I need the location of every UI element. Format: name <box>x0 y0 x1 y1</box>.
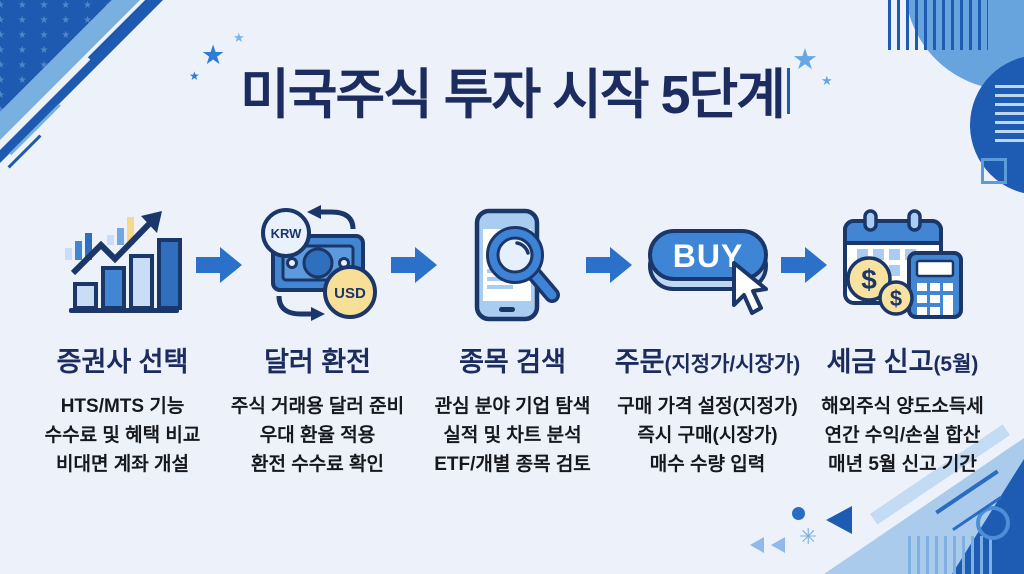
step-description-line: HTS/MTS 기능 <box>60 396 185 417</box>
square-outline <box>981 158 1007 184</box>
arrow-right-icon <box>196 247 242 283</box>
currency-exchange-icon: KRW USD <box>257 196 379 334</box>
step-title: 달러 환전 <box>264 347 371 377</box>
star-icon: ★ <box>233 30 245 45</box>
step-description-line: 실적 및 차트 분석 <box>443 425 582 446</box>
step-description-line: 관심 분야 기업 탐색 <box>434 396 591 417</box>
stock-search-icon <box>453 196 573 334</box>
arrow-right-icon <box>781 247 827 283</box>
buy-button-icon: BUY <box>642 196 774 334</box>
step-column-brokerage: 증권사 선택 HTS/MTS 기능 수수료 및 혜택 비교 비대면 계좌 개설 <box>30 196 215 479</box>
star-icon: ★ <box>189 69 200 83</box>
step-description-line: 즉시 구매(시장가) <box>637 425 778 446</box>
triangle-left-icon <box>771 537 785 553</box>
step-column-tax: $ $ 세금 신고(5월) 해외주식 양도소득세 연간 수익/손실 합산 매년 … <box>810 196 995 479</box>
arrow-right-icon <box>391 247 437 283</box>
vertical-stripes <box>778 68 794 114</box>
step-title: 주문(지정가/시장가) <box>614 347 801 377</box>
step-description-line: 매년 5월 신고 기간 <box>828 454 977 475</box>
vertical-stripes <box>888 0 988 50</box>
star-icon: ★ <box>821 73 833 88</box>
step-description: HTS/MTS 기능 수수료 및 혜택 비교 비대면 계좌 개설 <box>45 392 201 479</box>
triangle-left-icon <box>750 537 764 553</box>
triangle-left-icon <box>826 506 852 534</box>
arrow-right-icon <box>586 247 632 283</box>
step-title: 세금 신고(5월) <box>826 347 979 377</box>
horizontal-stripes <box>995 85 1024 145</box>
step-description: 구매 가격 설정(지정가) 즉시 구매(시장가) 매수 수량 입력 <box>617 392 798 479</box>
dollar-sign: $ <box>889 286 901 311</box>
step-description-line: 환전 수수료 확인 <box>251 454 384 475</box>
step-description-line: 해외주식 양도소득세 <box>821 396 984 417</box>
tax-calendar-icon: $ $ <box>837 196 969 334</box>
bar-chart-growth-icon <box>63 196 183 334</box>
step-column-search: 종목 검색 관심 분야 기업 탐색 실적 및 차트 분석 ETF/개별 종목 검… <box>420 196 605 479</box>
step-column-order: BUY 주문(지정가/시장가) 구매 가격 설정(지정가) 즉시 구매(시장가)… <box>615 196 800 479</box>
step-description-line: ETF/개별 종목 검토 <box>434 454 591 475</box>
steps-row: 증권사 선택 HTS/MTS 기능 수수료 및 혜택 비교 비대면 계좌 개설 <box>30 196 995 479</box>
decor-dot <box>792 507 805 520</box>
krw-label: KRW <box>270 226 302 241</box>
step-title: 종목 검색 <box>459 347 566 377</box>
step-description-line: 구매 가격 설정(지정가) <box>617 396 798 417</box>
step-description: 해외주식 양도소득세 연간 수익/손실 합산 매년 5월 신고 기간 <box>821 392 984 479</box>
buy-label: BUY <box>672 238 743 274</box>
star-icon: ★ <box>792 44 818 76</box>
step-description-line: 연간 수익/손실 합산 <box>824 425 981 446</box>
step-description: 관심 분야 기업 탐색 실적 및 차트 분석 ETF/개별 종목 검토 <box>434 392 591 479</box>
step-description-line: 비대면 계좌 개설 <box>56 454 189 475</box>
step-description-line: 우대 환율 적용 <box>259 425 376 446</box>
usd-label: USD <box>334 285 366 302</box>
page-title: 미국주식 투자 시작 5단계 <box>240 65 786 125</box>
circle-outline <box>976 506 1010 540</box>
step-title: 증권사 선택 <box>56 347 189 377</box>
vertical-stripes <box>908 536 994 574</box>
star-icon: ★ <box>201 40 226 70</box>
step-description-line: 매수 수량 입력 <box>649 454 766 475</box>
dollar-sign: $ <box>861 264 877 295</box>
step-column-exchange: KRW USD 달러 환전 주식 거래용 달러 준비 우대 환율 적용 환전 수… <box>225 196 410 479</box>
step-description-line: 수수료 및 혜택 비교 <box>44 425 201 446</box>
step-description-line: 주식 거래용 달러 준비 <box>230 396 405 417</box>
step-description: 주식 거래용 달러 준비 우대 환율 적용 환전 수수료 확인 <box>231 392 404 479</box>
sparkle-icon: ✳ <box>799 524 818 549</box>
